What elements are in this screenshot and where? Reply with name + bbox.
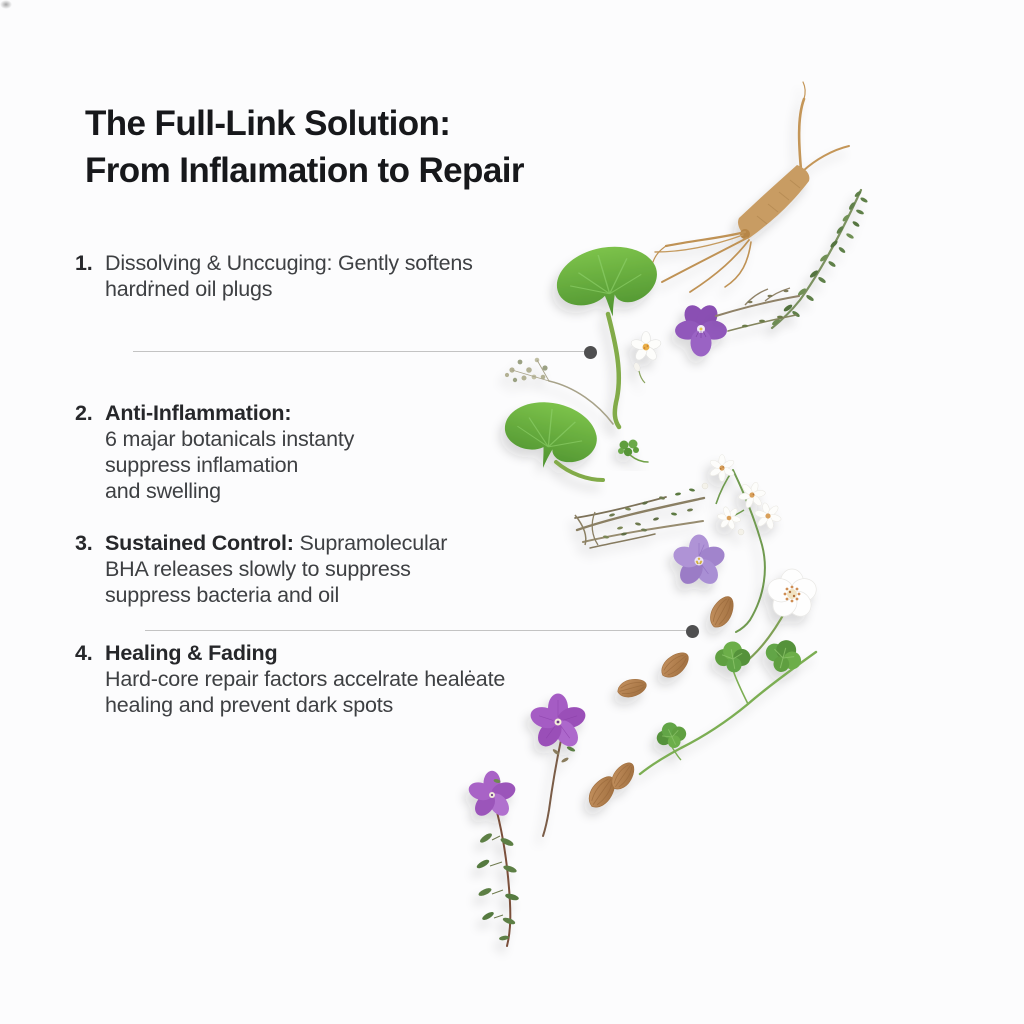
white-flower-cluster-icon — [701, 454, 782, 633]
step-1-line-2: hardṙned oil plugs — [105, 277, 273, 301]
step-2-line-3: suppress inflamation — [105, 453, 299, 477]
thyme-sprig-icon — [770, 188, 868, 330]
title-line-2: From Inflaımation to Repair — [85, 151, 524, 190]
connector-2-line — [145, 630, 687, 632]
parsley-leaflet-small-icon — [618, 439, 649, 463]
connector-line-1 — [133, 345, 597, 359]
title-line-1: The Full-Link Solution: — [85, 104, 451, 143]
step-3-line-2: BHA releases slowly to suppress — [105, 557, 411, 581]
purple-flower-with-stem-icon — [530, 693, 586, 837]
white-flower-large-icon — [746, 568, 817, 662]
dried-twig-icon — [715, 287, 800, 332]
step-2-line-2: 6 majar botanicals instanty — [105, 427, 355, 451]
step-2-line-4: and swelling — [105, 479, 221, 503]
connector-1-line — [133, 351, 585, 353]
lilac-flower-icon — [673, 534, 725, 584]
parsley-sprig-icon — [638, 640, 818, 776]
step-3-number: 3. — [75, 531, 93, 555]
step-3-lead: Sustained Control: — [105, 531, 294, 555]
violet-flower-icon — [675, 305, 727, 357]
centella-leaf-lower-icon — [497, 392, 605, 482]
step-4-line-3: healing and prevent dark spots — [105, 693, 394, 717]
step-3-line-1: Supramolecular — [293, 531, 448, 555]
connector-1-dot — [584, 345, 597, 359]
step-1-text: Dissolving & Unccuging: Gently softens h… — [105, 250, 473, 302]
corner-speck — [0, 0, 12, 9]
page-title: The Full-Link Solution: From Inflaımatio… — [85, 100, 524, 194]
step-4: 4. Healing & Fading Hard-core repair fac… — [75, 640, 505, 718]
step-3: 3. Sustained Control: Supramolecular BHA… — [75, 530, 447, 608]
cluster-flower — [701, 454, 782, 536]
step-4-line-2: Hard-core repair factors accelrate healė… — [105, 667, 506, 691]
step-1: 1. Dissolving & Unccuging: Gently soften… — [75, 250, 473, 302]
almond-seeds-icon — [583, 592, 739, 813]
dried-seed-head-sprig-icon — [504, 357, 614, 425]
ginseng-root-icon — [652, 81, 850, 293]
connector-line-2 — [145, 624, 699, 638]
step-4-lead: Healing & Fading — [105, 641, 278, 665]
connector-2-dot — [686, 624, 699, 638]
step-1-number: 1. — [75, 251, 93, 275]
step-4-text: Healing & Fading Hard-core repair factor… — [105, 640, 505, 718]
step-3-text: Sustained Control: Supramolecular BHA re… — [105, 530, 447, 608]
purple-flower-sprig-icon — [468, 770, 519, 947]
step-2-number: 2. — [75, 401, 93, 425]
dried-thyme-bundle-icon — [574, 488, 706, 549]
step-2: 2. Anti-Inflammation: 6 majar botanicals… — [75, 400, 354, 504]
centella-leaf-upper-icon — [552, 240, 663, 430]
small-white-flower-icon — [630, 331, 662, 384]
step-3-line-3: suppress bacteria and oil — [105, 583, 340, 607]
step-4-number: 4. — [75, 641, 93, 665]
step-2-lead: Anti-Inflammation: — [105, 401, 292, 425]
step-2-text: Anti-Inflammation: 6 majar botanicals in… — [105, 400, 354, 504]
step-1-line-1: Dissolving & Unccuging: Gently softens — [105, 251, 473, 275]
